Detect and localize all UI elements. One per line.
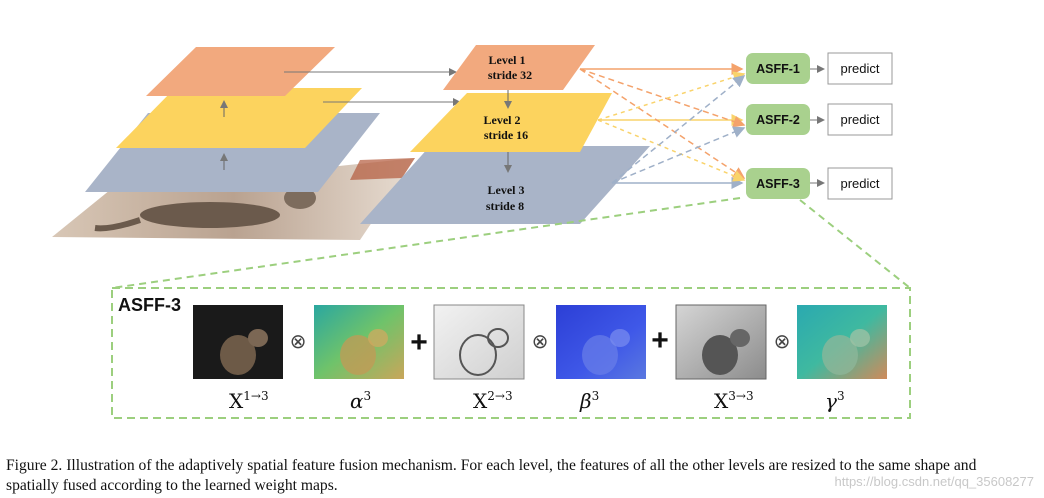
predict-1-box xyxy=(827,52,893,85)
right-plane-level3 xyxy=(360,146,650,224)
figure-caption: Figure 2. Illustration of the adaptively… xyxy=(6,457,977,494)
zoom-guide-right xyxy=(799,199,911,289)
asff-1-label: ASFF-1 xyxy=(756,62,800,76)
label-x2-to-3: X2→3 xyxy=(473,389,513,413)
level1-title: Level 1 xyxy=(489,53,526,67)
mult-symbol-2: ⊗ xyxy=(532,329,549,353)
predict-2-label: predict xyxy=(840,112,879,127)
left-pyramid xyxy=(52,47,415,240)
detail-border xyxy=(111,287,911,419)
label-beta3: β3 xyxy=(579,389,599,413)
asff-column: ASFF-1 ASFF-2 ASFF-3 predict predict pre… xyxy=(746,52,893,200)
asff3-detail: ASFF-3 ⊗ + ⊗ + ⊗ X1→3 α3 X2→3 β3 X3→3 γ3 xyxy=(111,287,911,419)
left-plane-level2 xyxy=(116,88,362,148)
predict-3-label: predict xyxy=(840,176,879,191)
predict-1-label: predict xyxy=(840,61,879,76)
zoom-guide-left xyxy=(111,197,741,289)
mult-symbol-3: ⊗ xyxy=(774,329,791,353)
level3-stride: stride 8 xyxy=(486,199,524,213)
left-plane-level1 xyxy=(146,47,335,96)
label-x3-to-3: X3→3 xyxy=(714,389,754,413)
predict-3-box xyxy=(827,167,893,200)
thumb-x2-to-3 xyxy=(433,304,525,380)
detail-title: ASFF-3 xyxy=(118,295,181,315)
fusion-arrows xyxy=(579,63,746,189)
asff-3-label: ASFF-3 xyxy=(756,177,800,191)
right-plane-level1 xyxy=(443,45,595,90)
asff-figure: Level 1 stride 32 Level 2 stride 16 Leve… xyxy=(52,45,911,419)
asff-3-box xyxy=(746,168,810,199)
plus-symbol-2: + xyxy=(651,324,669,357)
level2-title: Level 2 xyxy=(484,113,521,127)
asff-2-label: ASFF-2 xyxy=(756,113,800,127)
mult-symbol-1: ⊗ xyxy=(290,329,307,353)
predict-2-box xyxy=(827,103,893,136)
right-pyramid: Level 1 stride 32 Level 2 stride 16 Leve… xyxy=(360,45,650,224)
asff-2-box xyxy=(746,104,810,135)
plus-symbol-1: + xyxy=(410,326,428,359)
asff-1-box xyxy=(746,53,810,84)
label-x1-to-3: X1→3 xyxy=(229,389,269,413)
level1-stride: stride 32 xyxy=(488,68,532,82)
level3-title: Level 3 xyxy=(488,183,525,197)
level2-stride: stride 16 xyxy=(484,128,528,142)
label-gamma3: γ3 xyxy=(825,389,845,413)
watermark: https://blog.csdn.net/qq_35608277 xyxy=(834,474,1035,489)
right-plane-level2 xyxy=(410,93,612,152)
cat-icon xyxy=(94,180,316,232)
label-alpha3: α3 xyxy=(350,389,371,413)
